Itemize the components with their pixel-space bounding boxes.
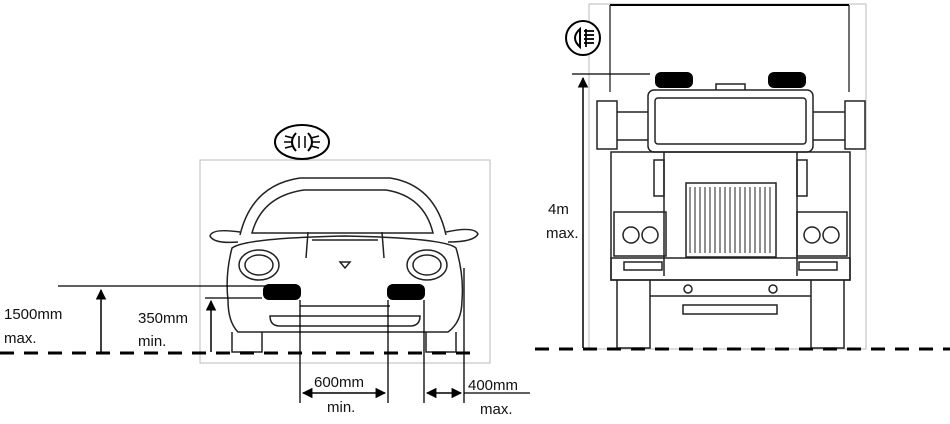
car-fog-lamp-right [387, 284, 425, 300]
car-max-height-qualifier: max. [4, 330, 37, 347]
car-lamp-spacing-value: 600mm [314, 374, 364, 391]
truck-marker-lamp-left [655, 72, 693, 88]
truck-max-height-value: 4m [548, 201, 569, 218]
truck-max-height-qualifier: max. [546, 225, 579, 242]
truck-diagram: 4m max. [535, 3, 950, 351]
car-frame [199, 159, 491, 364]
car-body [209, 177, 479, 353]
truck-body [596, 83, 866, 349]
rear-fog-light-icon [565, 20, 601, 56]
car-min-height-qualifier: min. [138, 333, 166, 350]
fog-light-icon [274, 124, 330, 160]
truck-marker-lamp-right [768, 72, 806, 88]
car-fog-lamp-left [263, 284, 301, 300]
truck-frame [588, 3, 867, 350]
car-max-height-value: 1500mm [4, 306, 62, 323]
car-edge-distance-qualifier: max. [480, 401, 513, 418]
car-min-height-value: 350mm [138, 310, 188, 327]
car-diagram: 1500mm max. 350mm min. 600mm min. 400mm … [0, 124, 530, 418]
car-lamp-spacing-qualifier: min. [327, 399, 355, 416]
car-edge-distance-value: 400mm [468, 377, 518, 394]
